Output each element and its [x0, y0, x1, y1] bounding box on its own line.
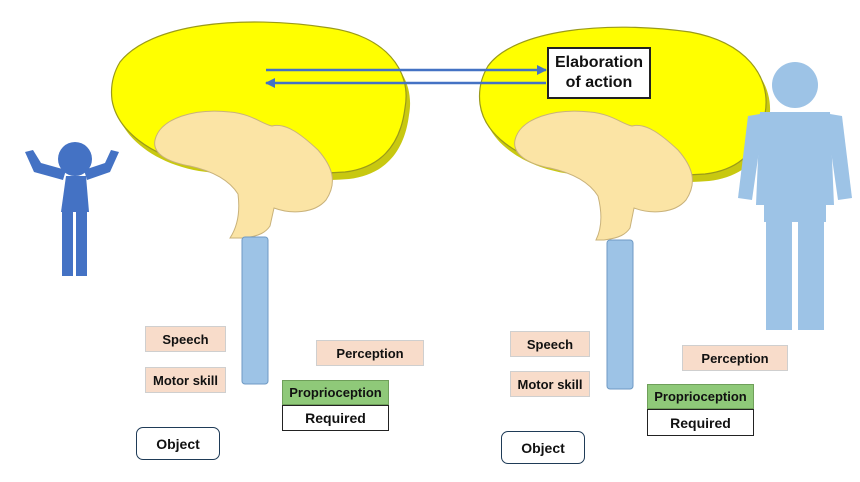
right-brainstem — [514, 110, 693, 241]
right-spinal-cord — [606, 239, 634, 390]
elaboration-of-action-box: Elaboration of action — [547, 47, 651, 99]
left-motor-skill-label: Motor skill — [145, 367, 226, 393]
left-proprioception-label: Proprioception — [282, 380, 389, 405]
person-standing-icon — [738, 62, 852, 330]
left-perception-label: Perception — [316, 340, 424, 366]
right-object-label: Object — [501, 431, 585, 464]
right-required-label: Required — [647, 409, 754, 436]
left-speech-label: Speech — [145, 326, 226, 352]
elaboration-line-1: Elaboration — [554, 54, 643, 71]
left-required-label: Required — [282, 405, 389, 431]
person-arms-raised-icon — [25, 142, 119, 276]
left-object-label: Object — [136, 427, 220, 460]
left-spinal-cord — [241, 236, 269, 385]
left-brain — [110, 21, 411, 385]
right-motor-skill-label: Motor skill — [510, 371, 590, 397]
bidirectional-arrow-icon — [265, 65, 547, 88]
right-speech-label: Speech — [510, 331, 590, 357]
elaboration-line-2: of action — [565, 74, 633, 91]
right-proprioception-label: Proprioception — [647, 384, 754, 409]
right-perception-label: Perception — [682, 345, 788, 371]
left-brainstem — [154, 110, 333, 239]
